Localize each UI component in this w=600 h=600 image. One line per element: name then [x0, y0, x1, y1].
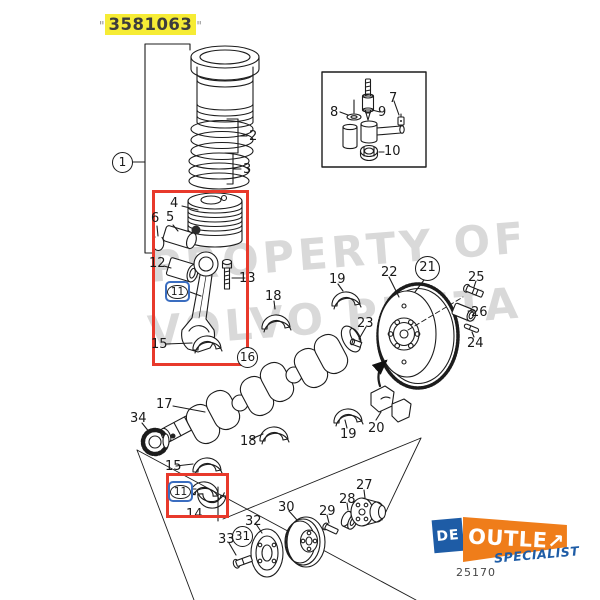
callout-10: 10: [384, 144, 401, 159]
crank-pulleys: [229, 490, 386, 577]
callout-34: 34: [130, 411, 147, 426]
callout-3: 3: [243, 162, 252, 177]
callout-20: 20: [368, 421, 385, 436]
logo-de-block: DE: [431, 517, 465, 554]
part-number-highlight: "3581063": [99, 14, 202, 35]
callout-1: 1: [112, 152, 133, 173]
callout-29: 29: [319, 504, 336, 519]
highlight-box-rod-bearing: [166, 473, 229, 518]
part-badge-11-rod: 11: [165, 281, 190, 302]
flywheel: [350, 277, 463, 388]
crank-gear: [142, 423, 169, 454]
callout-31: 31: [232, 526, 253, 547]
callout-26: 26: [471, 305, 488, 320]
callout-8: 8: [330, 105, 339, 120]
callout-18a: 18: [265, 289, 282, 304]
callout-30: 30: [278, 500, 295, 515]
callout-12: 12: [149, 256, 166, 271]
part-badge-label: 11: [167, 284, 188, 299]
callout-19a: 19: [329, 272, 346, 287]
callout-24: 24: [467, 336, 484, 351]
callout-4: 4: [170, 196, 179, 211]
group1-bracket: [132, 44, 190, 253]
callout-23: 23: [357, 316, 374, 331]
callout-27: 27: [356, 478, 373, 493]
callout-14: 14: [186, 507, 203, 522]
crankshaft: [159, 322, 366, 447]
cylinder-liner: [191, 46, 259, 128]
rod-bolt: [223, 260, 246, 290]
callout-33: 33: [218, 532, 235, 547]
callout-7: 7: [389, 91, 398, 106]
callout-15b: 15: [165, 459, 182, 474]
callout-18b: 18: [240, 434, 257, 449]
store-logo: DE OUTLE↗ SPECIALIST: [430, 503, 580, 583]
callout-15a: 15: [151, 337, 168, 352]
callout-21: 21: [415, 256, 440, 281]
piston-rings-lower: [189, 153, 249, 189]
highlight-box-piston-rod: [152, 190, 249, 366]
quote-close: ": [196, 19, 202, 33]
callout-22: 22: [381, 265, 398, 280]
callout-28: 28: [339, 492, 356, 507]
piston: [182, 193, 242, 247]
callout-17: 17: [156, 397, 173, 412]
part-badge-11-bearing: 11: [168, 481, 193, 502]
callout-32: 32: [245, 514, 262, 529]
callout-6: 6: [151, 211, 160, 226]
main-bearing-caps: [371, 386, 411, 422]
callout-9: 9: [378, 105, 387, 120]
part-number: 3581063: [104, 14, 197, 35]
callout-2: 2: [249, 129, 258, 144]
callout-16: 16: [237, 347, 258, 368]
flywheel-hardware: [451, 281, 484, 337]
piston-pin: [162, 225, 198, 250]
callout-5: 5: [166, 210, 175, 225]
callout-19b: 19: [340, 427, 357, 442]
callout-25: 25: [468, 270, 485, 285]
part-badge-label: 11: [170, 484, 191, 499]
drawing-number: 25170: [456, 566, 496, 579]
cooling-nozzle-inset: [322, 72, 426, 167]
quote-open: ": [99, 19, 105, 33]
